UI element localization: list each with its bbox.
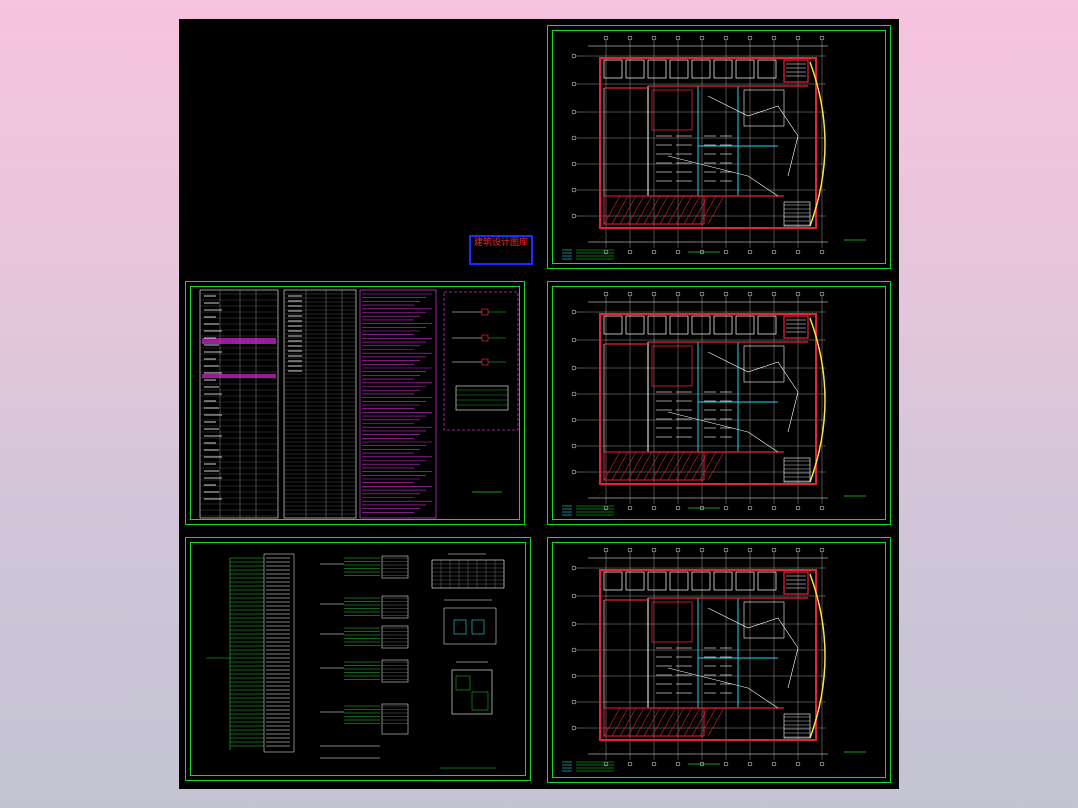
floor-plan-drawing — [562, 291, 866, 516]
sheet-system-diagram — [185, 537, 531, 781]
system-drawing — [206, 553, 505, 769]
sheet-floor-plan-2 — [547, 281, 891, 525]
notes-drawing — [199, 289, 519, 519]
sheet-cover: 建筑设计图库 — [179, 19, 539, 277]
watermark-title: 建筑设计图库 — [474, 238, 529, 248]
sheet-floor-plan-1 — [547, 25, 891, 269]
drawing-canvas: 建筑设计图库 — [179, 19, 899, 789]
sheet-notes-tables — [185, 281, 525, 525]
watermark-stamp: 建筑设计图库 — [469, 235, 533, 265]
floor-plan-drawing — [562, 35, 866, 260]
floor-plan-drawing — [562, 547, 866, 772]
sheet-floor-plan-3 — [547, 537, 891, 783]
